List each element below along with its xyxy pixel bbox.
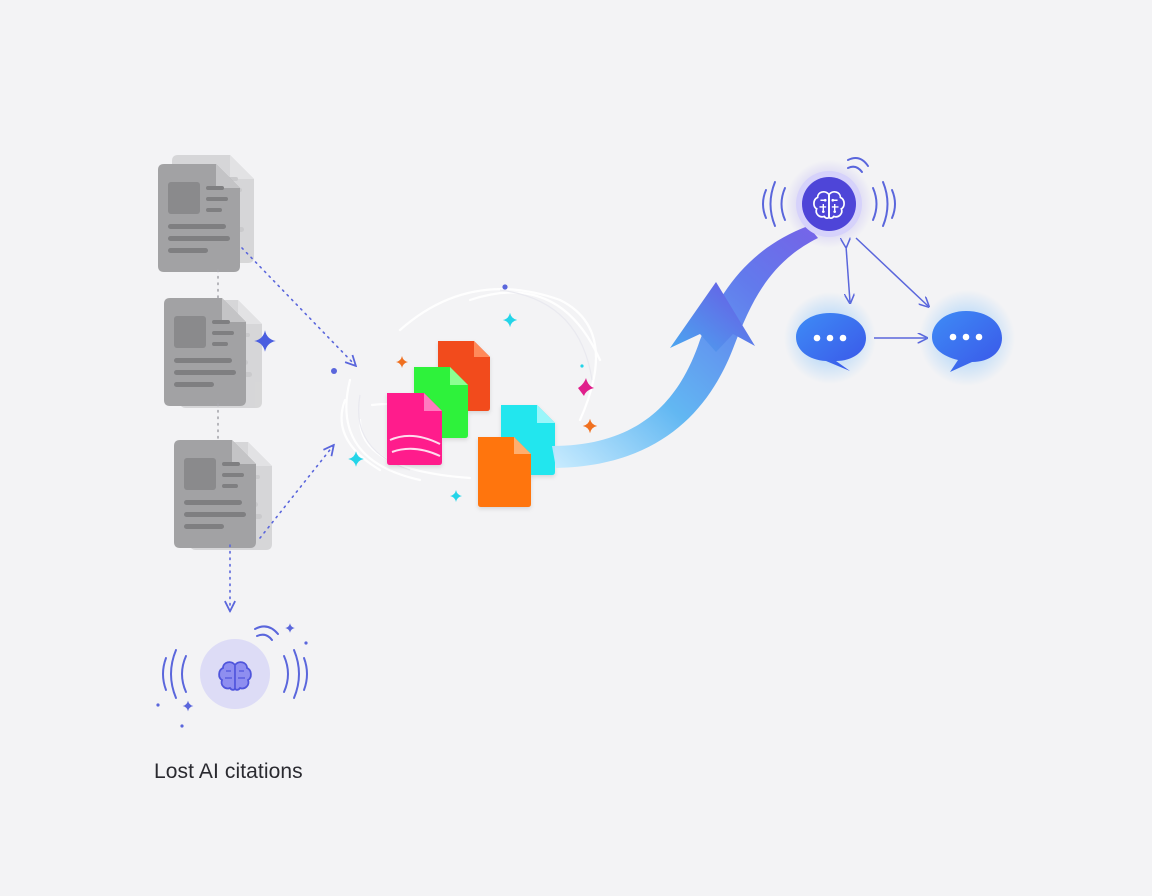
lost-ai-node [156,623,308,728]
file-icon-orange [478,437,531,507]
sparkle-icon [182,700,194,712]
sparkle-icon [285,623,295,633]
source-documents [158,155,276,550]
sparkle-icon [348,451,364,467]
file-icon-pink [387,393,442,465]
document-icon [174,440,272,550]
sparkle-icon [578,378,594,396]
document-icon [164,298,262,408]
chat-bubble-icon [919,290,1015,386]
sparkle-icon [450,490,462,502]
sparkle-icon [502,312,518,328]
signal-waves-icon [162,625,308,699]
signal-waves-icon [762,157,896,227]
sparkle-icon [396,356,408,368]
connector-arrow [241,247,355,365]
brain-icon [218,661,252,691]
caption-label: Lost AI citations [154,760,303,783]
connector-arrow [259,446,333,539]
arrow-head [670,282,755,352]
document-icon [158,155,254,272]
flow-arrow [552,226,818,468]
response-connectors [846,238,928,338]
active-ai-node [762,157,896,248]
file-swirl [340,284,602,507]
connector-dot [331,368,337,374]
chat-bubble-icon [784,292,876,384]
sparkle-icon [582,418,598,434]
dotted-connectors [217,247,355,610]
